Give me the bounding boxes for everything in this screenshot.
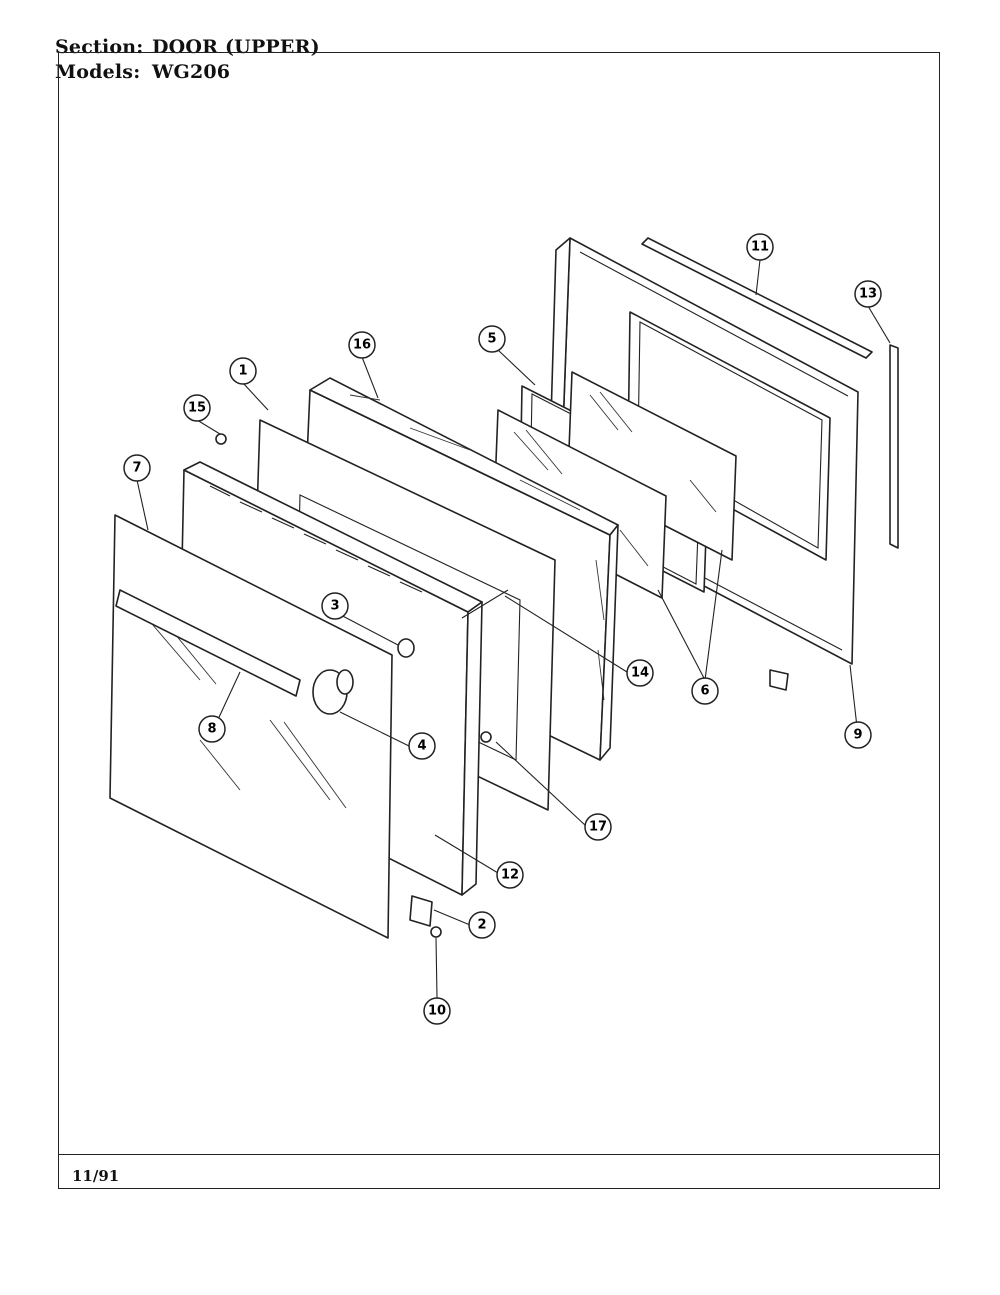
callout-14: 14 [626,659,654,687]
callout-7: 7 [123,454,151,482]
callout-17-label: 17 [589,820,607,835]
callout-8-label: 8 [207,722,216,737]
callout-11-label: 11 [751,240,769,255]
callout-14-label: 14 [631,666,649,681]
screw-15 [215,433,227,445]
callout-15-label: 15 [188,401,206,416]
callout-13: 13 [854,280,882,308]
callout-5: 5 [478,325,506,353]
screw-17 [480,731,492,743]
callout-4-label: 4 [417,739,426,754]
callout-10: 10 [423,997,451,1025]
callout-8: 8 [198,715,226,743]
side-trim-strip [889,344,899,549]
callout-1-label: 1 [238,364,247,379]
callout-17: 17 [584,813,612,841]
door-handle [115,589,301,697]
callout-16-label: 16 [353,338,371,353]
callout-6-label: 6 [700,684,709,699]
callout-15: 15 [183,394,211,422]
hinge-bracket [409,895,433,927]
callout-9: 9 [844,721,872,749]
callout-11: 11 [746,233,774,261]
models-label: Models: [55,61,141,83]
footer-date: 11/91 [72,1167,120,1185]
long-screw [461,589,509,619]
callout-13-label: 13 [859,287,877,302]
callout-12-label: 12 [501,868,519,883]
callout-2: 2 [468,911,496,939]
callout-2-label: 2 [477,918,486,933]
callout-5-label: 5 [487,332,496,347]
top-trim-strip [641,237,873,359]
diagram-frame [58,52,940,1189]
callout-3: 3 [321,592,349,620]
callout-6: 6 [691,677,719,705]
footer-divider [58,1154,940,1155]
glass-panel-inner [567,371,737,561]
callout-1: 1 [229,357,257,385]
screw-10 [430,926,442,938]
callout-3-label: 3 [330,599,339,614]
callout-7-label: 7 [132,461,141,476]
knob [312,669,354,715]
callout-16: 16 [348,331,376,359]
leader-lines [136,259,891,999]
callout-4: 4 [408,732,436,760]
bushing [397,638,415,658]
models-value: WG206 [152,61,231,83]
callout-12: 12 [496,861,524,889]
callout-10-label: 10 [428,1004,446,1019]
callout-9-label: 9 [853,728,862,743]
